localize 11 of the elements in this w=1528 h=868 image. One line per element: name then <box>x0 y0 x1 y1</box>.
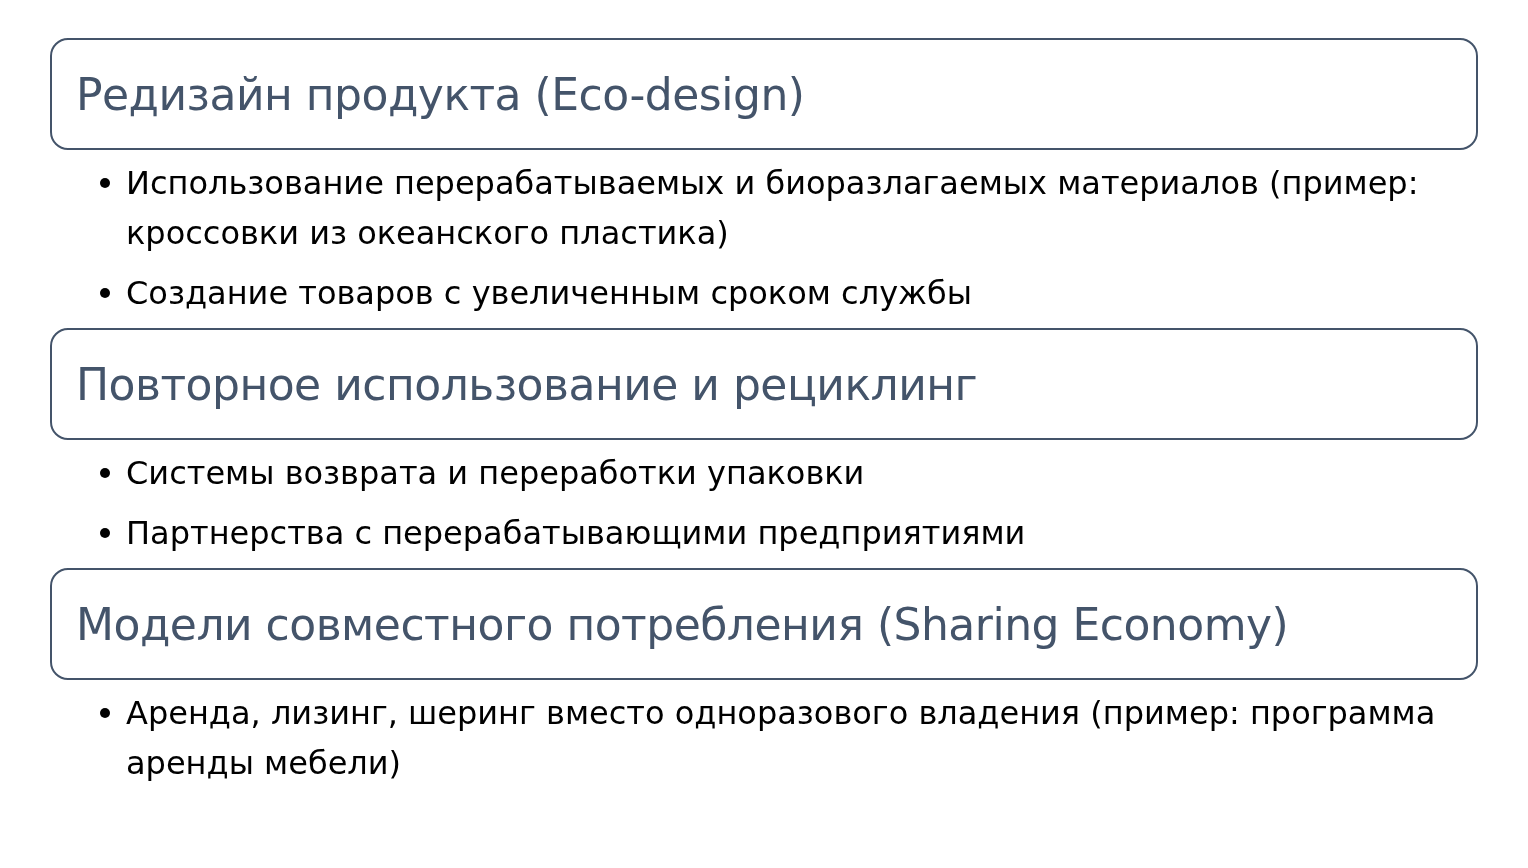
section-heading: Модели совместного потребления (Sharing Economy) <box>76 598 1289 650</box>
bullet-text: Создание товаров с увеличенным сроком службы <box>126 273 972 314</box>
bullet-text: Использование перерабатываемых и биоразлагаемых материалов (пример: кроссовки из океанского пластика) <box>126 163 1420 254</box>
bullet-text: Партнерства с перерабатывающими предприятиями <box>126 513 1026 554</box>
bullet-text: Системы возврата и переработки упаковки <box>126 453 865 494</box>
section-heading: Редизайн продукта (Eco-design) <box>76 68 805 120</box>
section-heading: Повторное использование и рециклинг <box>76 358 978 410</box>
heading-box <box>50 328 1478 440</box>
heading-box <box>50 568 1478 680</box>
bullet-text: Аренда, лизинг, шеринг вместо одноразового владения (пример: программа аренды мебели) <box>126 693 1437 784</box>
heading-box <box>50 38 1478 150</box>
